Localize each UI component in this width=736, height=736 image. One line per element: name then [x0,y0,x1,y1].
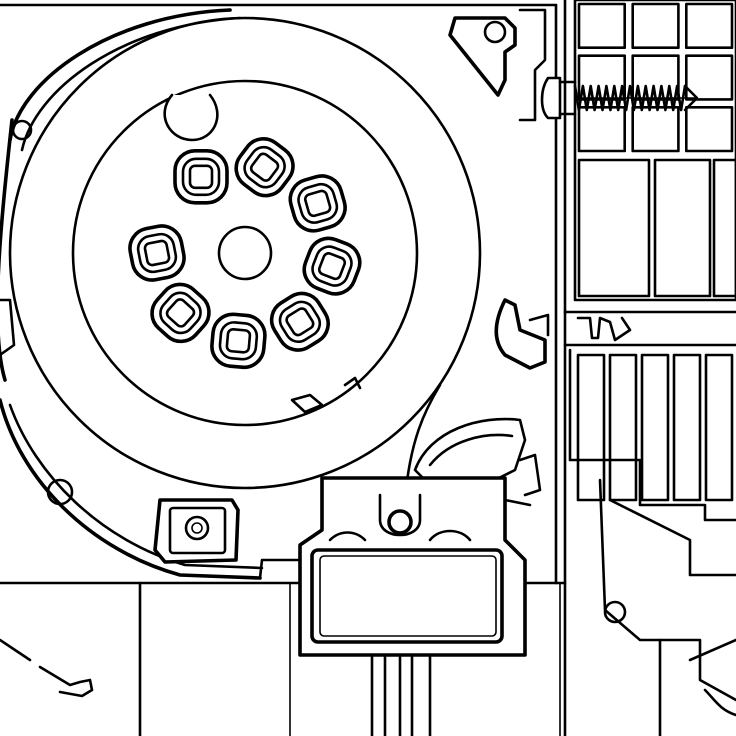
profile-cell [684,2,734,50]
cable-hole [128,224,186,282]
slat-group [576,353,734,502]
profile-cell [577,54,627,101]
lower-right-section [568,348,736,736]
profile-cell [631,2,680,50]
left-fragment [0,638,94,698]
roller-drum [8,16,482,502]
profile-cell [631,54,680,101]
slat [704,353,734,502]
slat [608,353,638,502]
curved-guide-cover [0,8,302,580]
latch [494,298,550,370]
drum-inner-ring [71,79,419,427]
cable-hole [150,282,211,344]
profile-cell [577,158,651,298]
profile-cells [577,2,736,298]
cable-hole [173,149,229,205]
corner-clip [448,8,547,122]
drum-notch [163,93,219,142]
profile-cell [684,106,734,153]
mounting-screw [540,76,699,120]
motor-box [298,476,527,736]
seal-clip [576,316,632,342]
cable-hole [234,136,295,198]
slat [672,353,702,502]
drum-hub [217,225,273,281]
profile-cell [712,158,736,298]
cable-hole-group [128,136,362,370]
slat [576,353,606,502]
cable-hole [302,236,362,296]
end-socket [153,498,240,564]
right-profile [563,0,736,347]
profile-cell [577,2,627,50]
cable-hole [288,174,347,233]
profile-cell [631,106,680,153]
slat [640,353,670,502]
motor-shaft [387,509,413,535]
profile-cell [653,158,712,298]
profile-cell [577,106,627,153]
cable-hole [269,291,330,352]
screw-head [540,76,562,120]
profile-cell [684,54,734,101]
drum-outer-ring [8,16,482,490]
cable-hole [210,312,267,370]
